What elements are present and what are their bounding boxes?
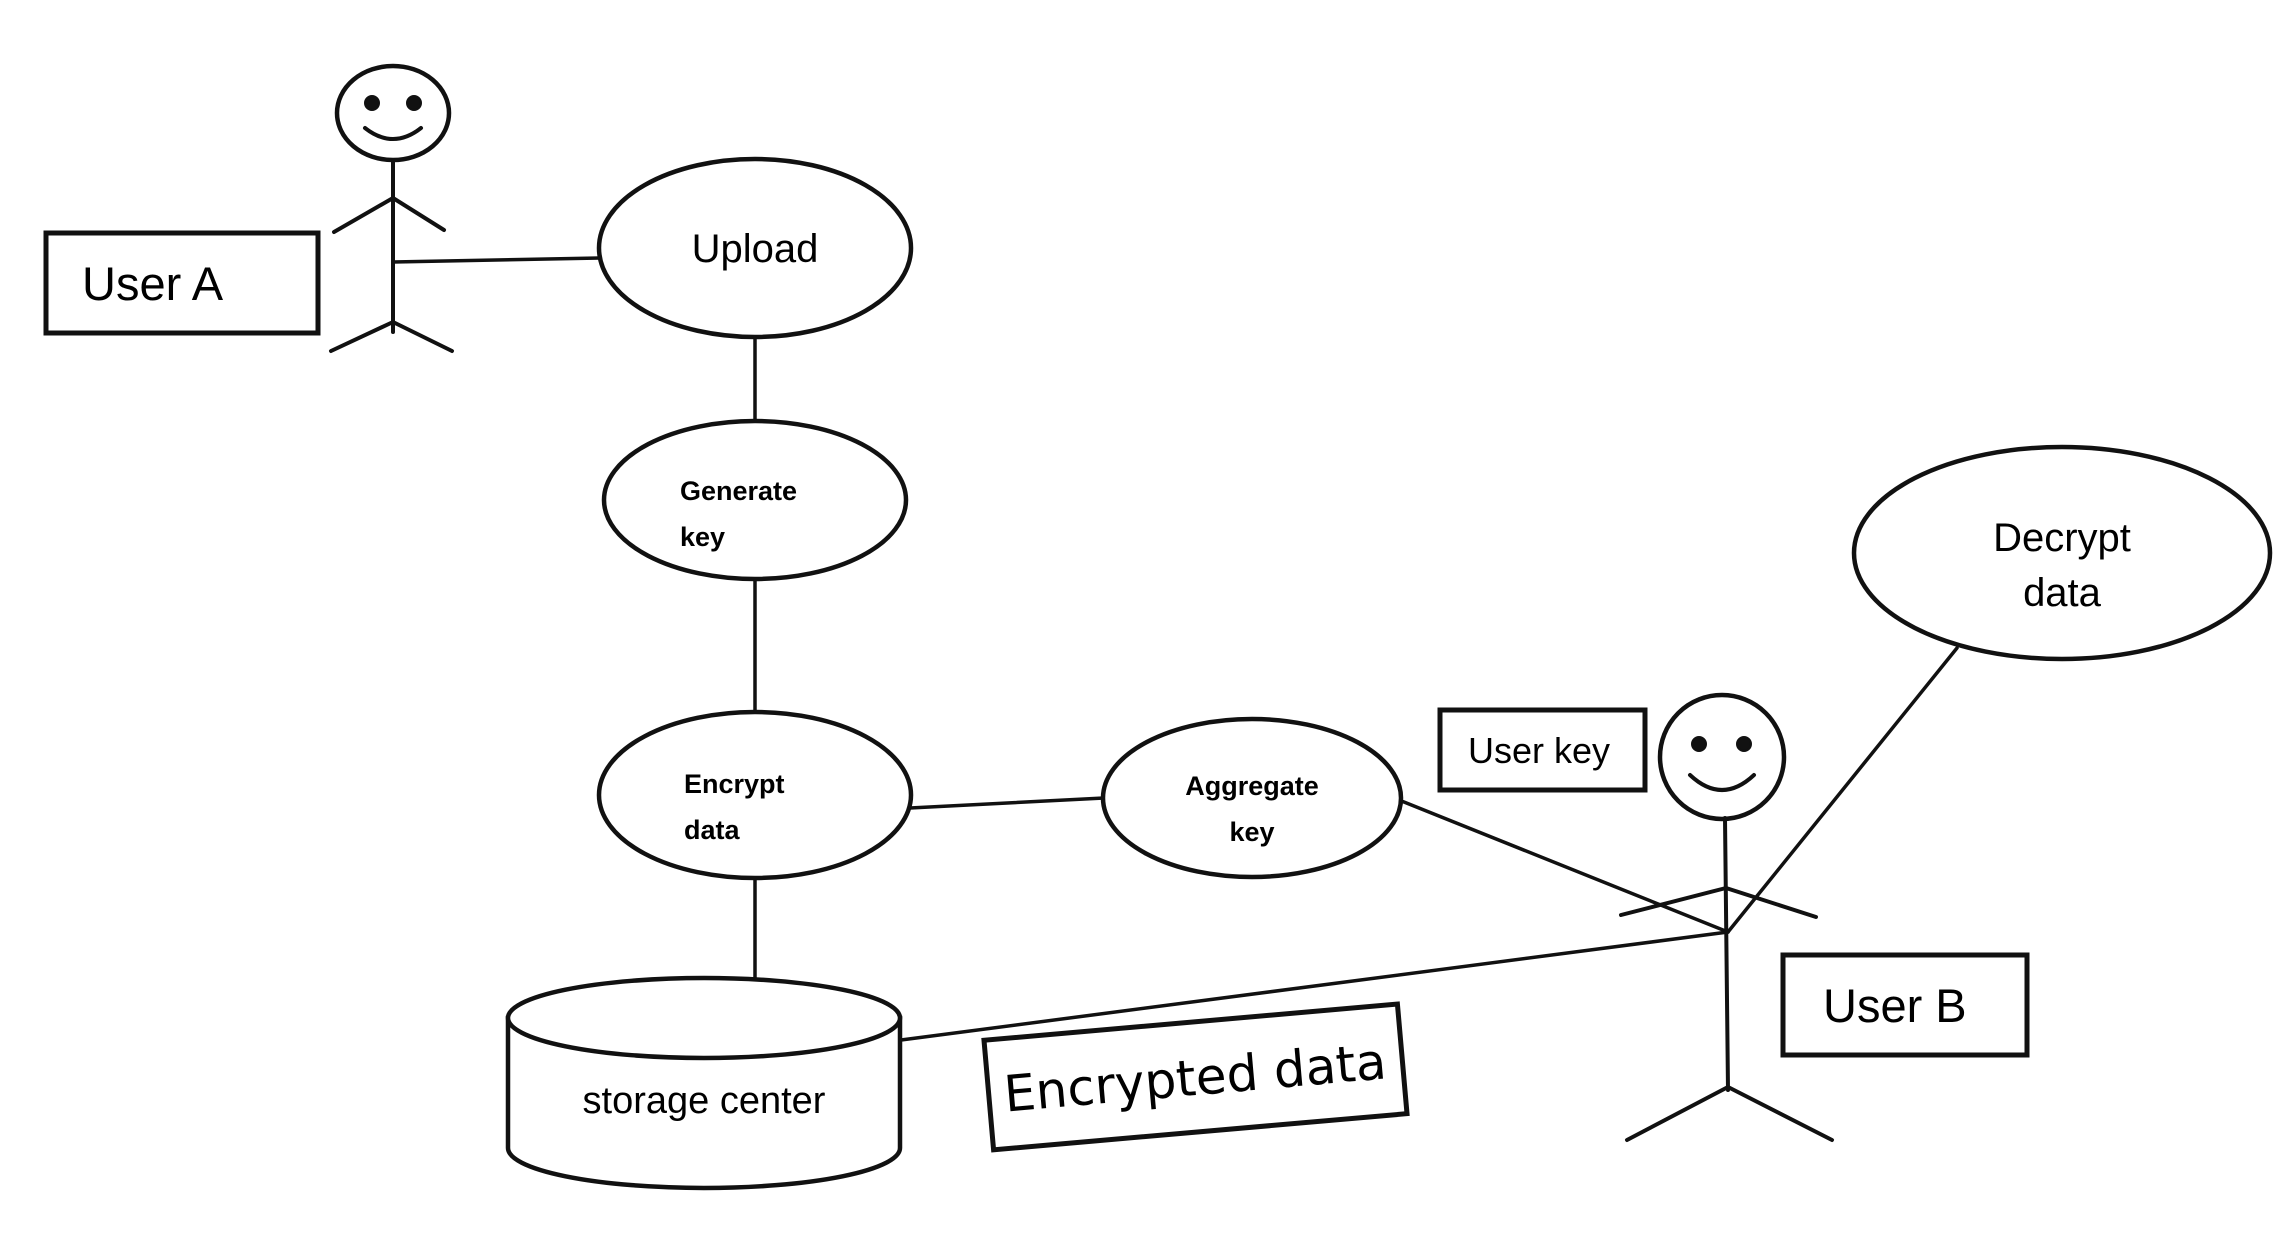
use-case-aggregate-key-ellipse <box>1100 716 1404 880</box>
actor-user-a[interactable] <box>329 63 454 353</box>
use-case-generate-key[interactable]: Generate key <box>601 418 909 582</box>
note-box-encrypted-data-rect <box>981 1001 1410 1153</box>
label-box-user-a-rect <box>43 230 321 336</box>
label-box-user-a-text: User A <box>82 257 224 310</box>
use-case-generate-key-ellipse <box>601 418 909 582</box>
use-case-aggregate-key-label-line1: Aggregate <box>1185 771 1319 801</box>
use-case-decrypt-data-label-line1: Decrypt <box>1993 516 2131 560</box>
use-case-decrypt-data-label-line2: data <box>2023 571 2102 615</box>
label-box-user-b[interactable]: User B <box>1780 952 2030 1058</box>
use-case-upload[interactable]: Upload <box>596 156 914 340</box>
user-b-head-icon <box>1657 692 1787 822</box>
user-b-torso <box>1723 816 1730 1092</box>
user-a-legs <box>329 320 454 353</box>
user-b-smile-icon <box>1688 773 1756 792</box>
use-case-encrypt-data[interactable]: Encrypt data <box>596 709 914 881</box>
connection-encrypt-data-to-aggregate-key <box>908 796 1106 810</box>
actor-user-b[interactable] <box>1619 692 1834 1142</box>
storage-center-top-ellipse <box>505 975 903 1061</box>
label-box-user-a[interactable]: User A <box>43 230 321 336</box>
user-b-legs <box>1625 1085 1834 1142</box>
storage-center-label: storage center <box>583 1080 826 1122</box>
connection-lines <box>391 256 1959 1042</box>
note-box-encrypted-data[interactable]: Encrypted data <box>981 1001 1410 1153</box>
use-case-upload-ellipse <box>596 156 914 340</box>
use-case-decrypt-data-ellipse <box>1851 444 2273 662</box>
label-box-user-b-text: User B <box>1823 979 1967 1032</box>
user-a-head-icon <box>334 63 452 163</box>
use-case-generate-key-label-line2: key <box>680 522 725 552</box>
use-case-generate-key-label-line1: Generate <box>680 476 797 506</box>
user-b-arms <box>1619 886 1818 919</box>
use-case-upload-label: Upload <box>692 227 819 271</box>
user-a-arms <box>332 196 446 234</box>
label-box-user-b-rect <box>1780 952 2030 1058</box>
user-a-smile-icon <box>363 126 423 141</box>
storage-center-body <box>505 1015 903 1191</box>
user-b-right-eye-icon <box>1736 736 1752 752</box>
use-case-aggregate-key-label-line2: key <box>1229 817 1274 847</box>
note-box-user-key-rect <box>1437 707 1648 793</box>
use-case-encrypt-data-label-line1: Encrypt <box>684 769 785 799</box>
storage-center-cylinder[interactable]: storage center <box>505 975 903 1191</box>
use-case-encrypt-data-label-line2: data <box>684 815 741 845</box>
connection-aggregate-key-to-user-b <box>1397 798 1730 934</box>
use-case-decrypt-data[interactable]: Decrypt data <box>1851 444 2273 662</box>
user-a-right-eye-icon <box>406 95 422 111</box>
connection-user-a-to-upload <box>391 256 602 264</box>
user-b-left-eye-icon <box>1691 736 1707 752</box>
connection-user-b-to-decrypt-data <box>1726 646 1959 934</box>
user-a-left-eye-icon <box>364 95 380 111</box>
use-case-aggregate-key[interactable]: Aggregate key <box>1100 716 1404 880</box>
use-case-encrypt-data-ellipse <box>596 709 914 881</box>
note-box-user-key-text: User key <box>1468 730 1610 771</box>
connection-storage-center-to-user-b <box>899 930 1730 1042</box>
note-box-user-key[interactable]: User key <box>1437 707 1648 793</box>
